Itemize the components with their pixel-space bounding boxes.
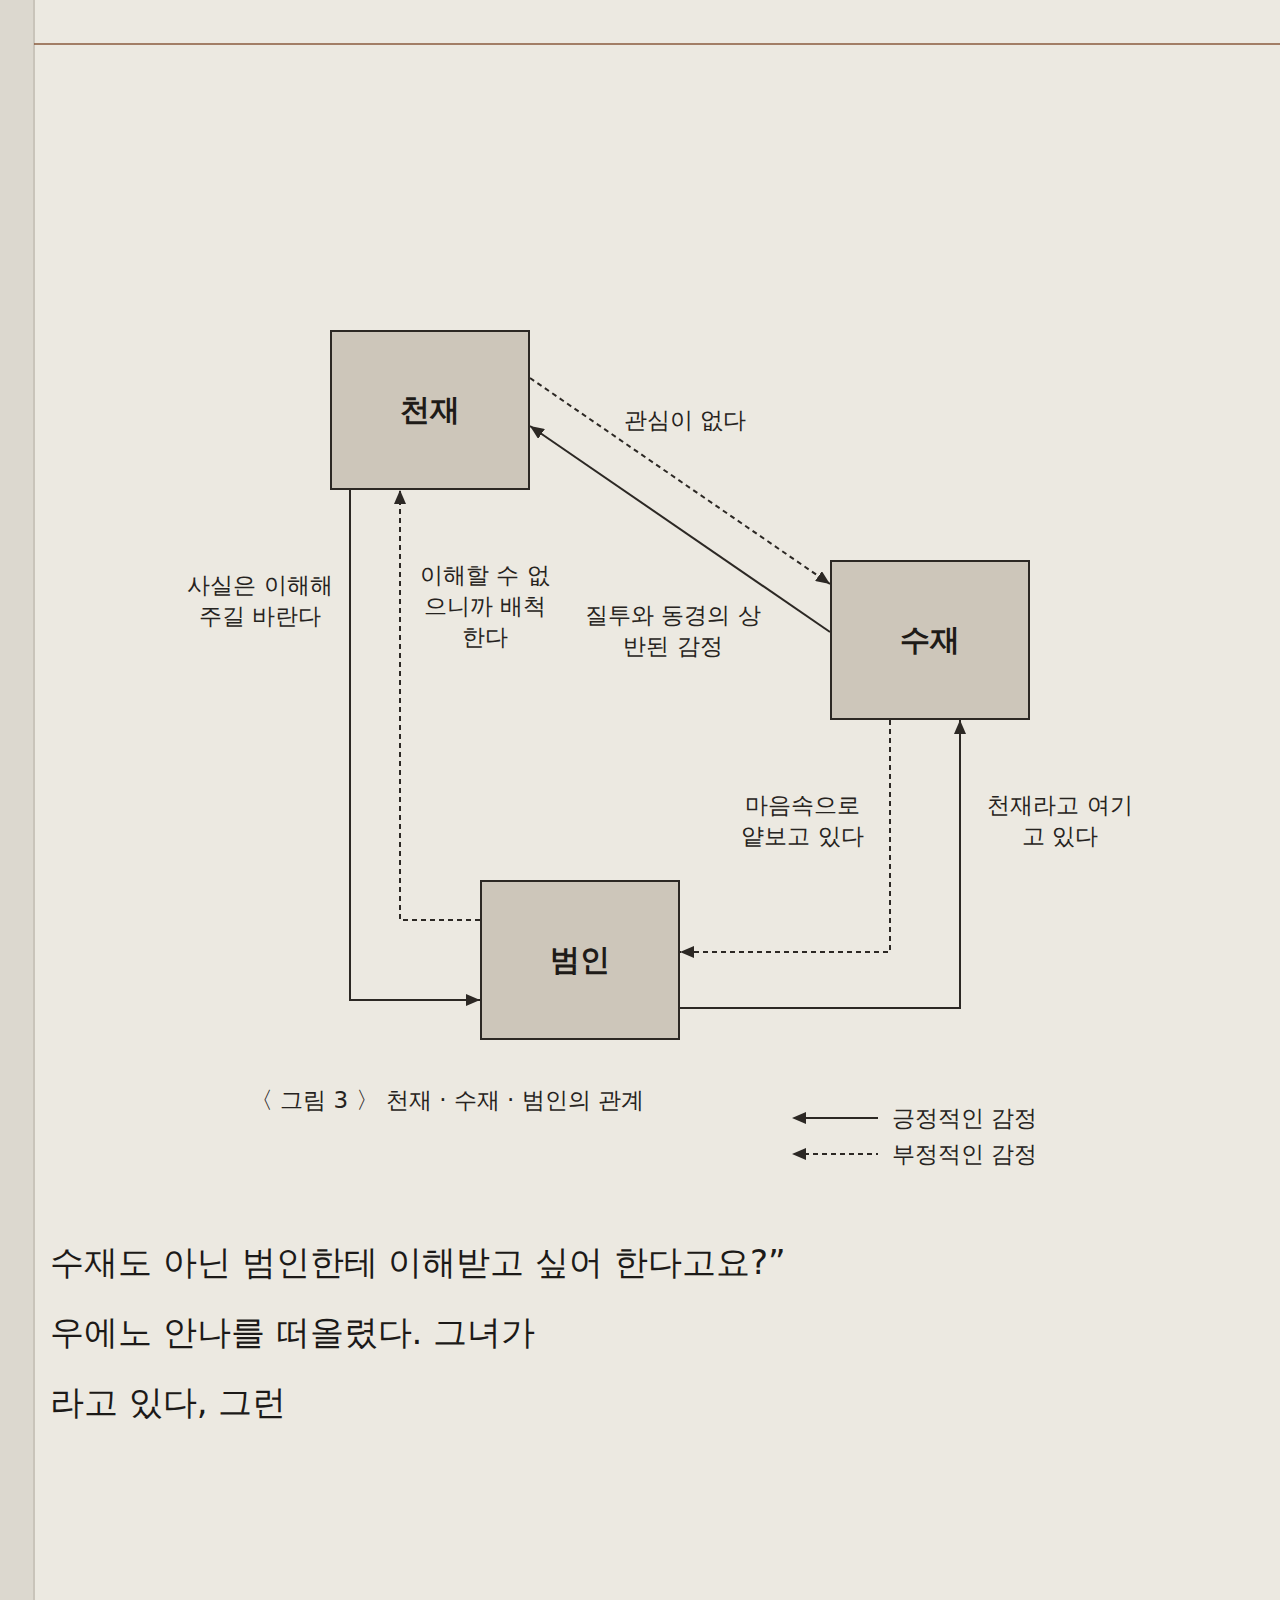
- header-rule: [34, 43, 1280, 45]
- edge-label: 천재라고 여기고 있다: [980, 790, 1140, 852]
- relation-arrow: [530, 426, 830, 632]
- legend-sample: [790, 1144, 880, 1164]
- legend: 긍정적인 감정부정적인 감정: [790, 1100, 1037, 1172]
- edge-label: 질투와 동경의 상반된 감정: [578, 600, 768, 662]
- relation-arrow: [400, 490, 480, 920]
- process-box: 천재: [330, 330, 530, 490]
- relation-arrow: [680, 720, 890, 952]
- legend-line: [804, 1153, 878, 1155]
- figure-caption: 〈 그림 3 〉 천재 · 수재 · 범인의 관계: [250, 1085, 644, 1116]
- box-label: 수재: [900, 620, 960, 661]
- body-text: 우에노 안나를 떠올렸다. 그녀가: [50, 1310, 535, 1356]
- process-box: 수재: [830, 560, 1030, 720]
- legend-arrowhead: [792, 1112, 806, 1124]
- edge-label: 마음속으로 얕보고 있다: [730, 790, 875, 852]
- legend-sample: [790, 1108, 880, 1128]
- gutter-line: [33, 0, 35, 1600]
- legend-row: 부정적인 감정: [790, 1136, 1037, 1172]
- box-label: 범인: [550, 940, 610, 981]
- edge-label: 사실은 이해해주길 바란다: [185, 570, 335, 632]
- process-box: 범인: [480, 880, 680, 1040]
- facing-page: [0, 0, 34, 1600]
- legend-arrowhead: [792, 1148, 806, 1160]
- legend-label: 긍정적인 감정: [892, 1103, 1037, 1134]
- body-text: 라고 있다, 그런: [50, 1380, 286, 1426]
- edge-label: 이해할 수 없으니까 배척한다: [415, 560, 555, 653]
- body-text: 수재도 아닌 범인한테 이해받고 싶어 한다고요?”: [50, 1240, 786, 1286]
- legend-row: 긍정적인 감정: [790, 1100, 1037, 1136]
- relation-arrow: [530, 378, 830, 584]
- edge-label: 관심이 없다: [615, 405, 755, 436]
- legend-line: [804, 1117, 878, 1119]
- box-label: 천재: [400, 390, 460, 431]
- relation-arrow: [680, 720, 960, 1008]
- legend-label: 부정적인 감정: [892, 1139, 1037, 1170]
